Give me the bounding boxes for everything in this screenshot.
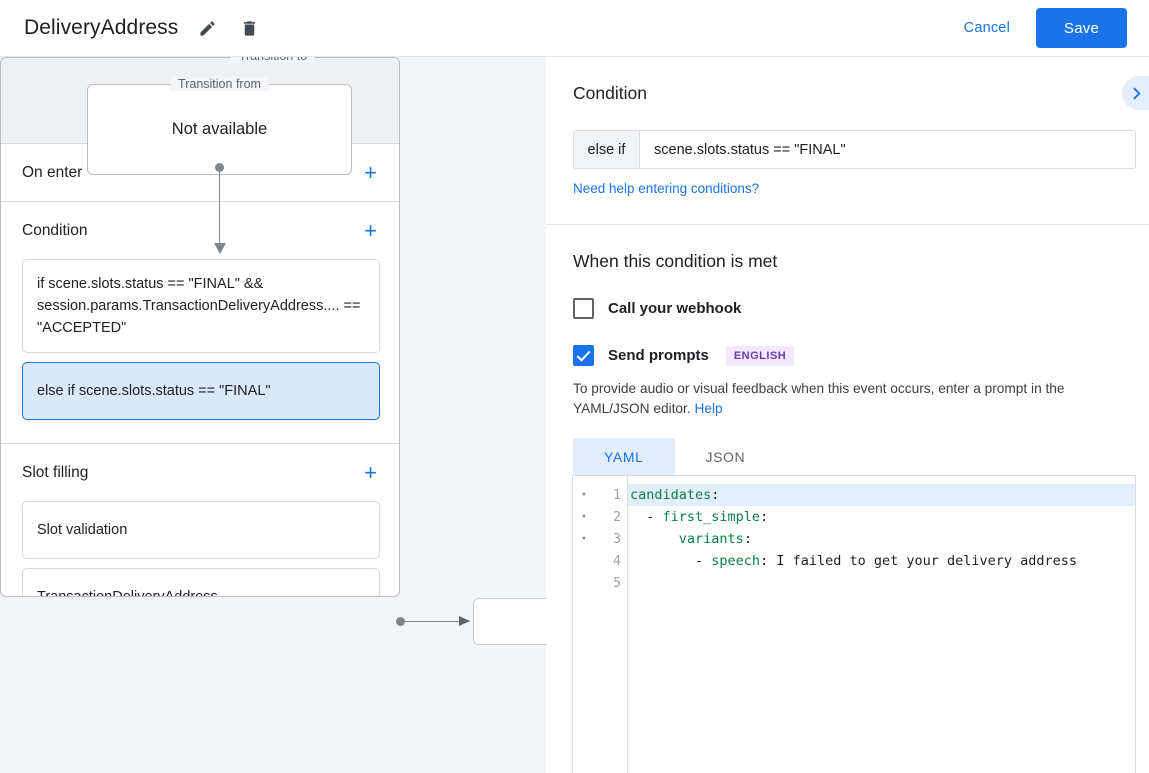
code-token: variants [678,531,744,547]
code-token: candidates [630,487,712,503]
condition-chip[interactable]: if scene.slots.status == "FINAL" && sess… [22,259,380,353]
call-webhook-label: Call your webhook [608,300,742,317]
connector-line-vertical [219,167,220,245]
send-prompts-label: Send prompts [608,347,709,364]
connector-arrow-down [213,243,226,254]
tab-json[interactable]: JSON [705,449,746,465]
fold-triangle-icon[interactable]: ▾ [581,512,587,522]
editor-gutter-row: ▾2 [573,506,627,528]
code-token: first_simple [662,509,761,525]
chevron-right-icon[interactable] [1122,76,1149,110]
condition-heading: Condition [573,83,647,103]
editor-format-tabs: YAML JSON [573,438,1149,476]
editor-gutter-row: 4 [573,550,627,572]
node-section: Condition + if scene.slots.status == "FINA… [1,202,399,444]
condition-help-link[interactable]: Need help entering conditions? [573,181,760,196]
tab-yaml[interactable]: YAML [573,438,675,476]
outgoing-connector-dot [396,617,405,626]
target-node[interactable] [473,598,546,645]
editor-hint-text: To provide audio or visual feedback when… [573,379,1122,419]
code-token: : [760,509,769,525]
code-token: : [743,531,752,547]
language-badge: ENGLISH [725,345,795,366]
node-section-title: On enter [22,163,83,181]
page-title: DeliveryAddress [24,16,179,39]
editor-help-link[interactable]: Help [694,401,723,416]
editor-gutter-row: 5 [573,572,627,594]
code-token [630,531,679,547]
cancel-button[interactable]: Cancel [950,12,1024,44]
condition-chip-selected[interactable]: else if scene.slots.status == "FINAL" [22,362,380,420]
trash-icon[interactable] [236,15,262,41]
editor-code-line[interactable] [628,572,1135,594]
line-number: 3 [613,531,621,547]
send-prompts-row[interactable]: Send prompts ENGLISH [573,345,1149,366]
fold-triangle-icon[interactable]: ▾ [581,534,587,544]
line-number: 1 [613,487,621,503]
details-panel: Condition else if Need help entering con… [546,57,1149,773]
condition-prefix-label: else if [574,131,640,168]
code-token: - [630,509,663,525]
node-section-header: Condition + [1,202,399,259]
condition-input-row[interactable]: else if [573,130,1136,169]
transition-from-legend: Transition from [170,77,269,91]
webhook-row[interactable]: Call your webhook [573,298,1149,319]
save-button[interactable]: Save [1036,8,1127,48]
node-section: On enter + [1,144,399,202]
send-prompts-checkbox[interactable] [573,345,594,366]
editor-code-line[interactable]: - speech: I failed to get your delivery … [628,550,1135,572]
when-met-heading: When this condition is met [573,251,778,271]
editor-hint-sentence: To provide audio or visual feedback when… [573,381,1065,416]
editor-code-line[interactable]: variants: [628,528,1135,550]
flow-canvas[interactable]: Transition from Not available Transition… [0,57,546,773]
code-token: speech [711,553,761,569]
condition-chip[interactable]: Slot validation [22,501,380,559]
transition-from-label: Not available [171,120,268,138]
outgoing-connector-arrow [459,616,470,626]
call-webhook-checkbox[interactable] [573,298,594,319]
transition-to-legend: Transition to [230,57,316,63]
line-number: 2 [613,509,621,525]
condition-chip[interactable]: TransactionDeliveryAddress [22,568,380,596]
editor-code-area[interactable]: candidates: - first_simple: variants: - … [628,476,1135,773]
pencil-icon[interactable] [194,15,220,41]
app-header: DeliveryAddress Cancel Save [0,0,1149,57]
editor-code-line[interactable]: - first_simple: [628,506,1135,528]
node-sections: On enter + Condition + if scene.slots.status… [1,144,399,596]
add-icon[interactable]: + [364,459,377,485]
node-section-body: if scene.slots.status == "FINAL" && sess… [1,259,399,443]
line-number: 5 [613,575,621,591]
condition-section: Condition else if Need help entering con… [546,57,1149,225]
outgoing-connector-line [404,621,469,622]
line-number: 4 [613,553,621,569]
editor-gutter-row: ▾3 [573,528,627,550]
editor-code-line[interactable]: candidates: [628,484,1135,506]
editor-gutter-row: ▾1 [573,484,627,506]
add-icon[interactable]: + [364,217,377,243]
add-icon[interactable]: + [364,159,377,185]
code-token: : I failed to get your delivery address [760,553,1078,569]
node-section-header: On enter + [1,144,399,201]
node-section-title: Slot filling [22,463,89,481]
code-token: - [630,553,712,569]
node-section-title: Condition [22,221,88,239]
transition-from-node[interactable]: Transition from Not available [87,77,352,175]
when-condition-met-section: When this condition is met Call your web… [546,225,1149,476]
code-token: : [711,487,720,503]
fold-triangle-icon[interactable]: ▾ [581,490,587,500]
node-section-header: Slot filling + [1,444,399,501]
condition-expression-input[interactable] [640,131,1135,168]
